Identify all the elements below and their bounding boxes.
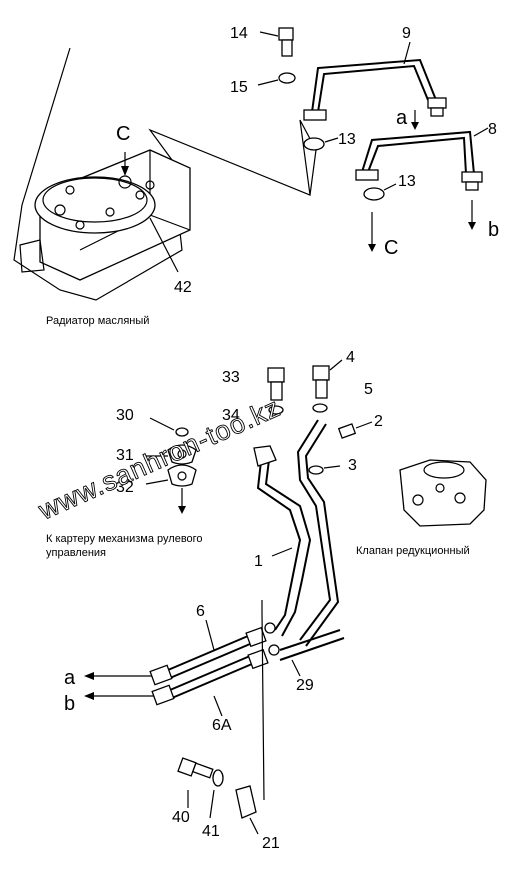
caption-valve: Клапан редукционный <box>356 545 470 557</box>
caption-radiator: Радиатор масляный <box>46 315 149 327</box>
callout-1: 1 <box>254 553 263 570</box>
o-ring-3 <box>308 465 324 475</box>
flange-31 <box>167 444 197 465</box>
callout-2: 2 <box>374 413 383 430</box>
bracket-21 <box>235 785 257 819</box>
washer-41 <box>212 769 224 787</box>
pipe-29 <box>279 629 341 651</box>
bolt-40 <box>177 757 214 779</box>
callout-15: 15 <box>230 79 248 96</box>
flange-32 <box>167 464 197 487</box>
washer-15 <box>278 72 296 84</box>
callout-14: 14 <box>230 25 248 42</box>
washer-34 <box>268 405 284 415</box>
letter-c-top: C <box>116 123 130 145</box>
callout-3: 3 <box>348 457 357 474</box>
callout-29: 29 <box>296 677 314 694</box>
letter-a-bottom: a <box>64 667 76 689</box>
caption-steering-line1: К картеру механизма рулевого <box>46 533 203 545</box>
tube-8 <box>355 130 483 191</box>
callout-8: 8 <box>488 121 497 138</box>
letter-b-top: b <box>488 219 499 241</box>
hose-6 <box>149 626 267 686</box>
reduction-valve <box>399 459 487 527</box>
callout-13-lower: 13 <box>398 173 416 190</box>
callout-32: 32 <box>116 479 134 496</box>
callout-33: 33 <box>222 369 240 386</box>
washer-5 <box>312 403 328 413</box>
letter-b-bottom: b <box>64 693 75 715</box>
callout-40: 40 <box>172 809 190 826</box>
callout-6: 6 <box>196 603 205 620</box>
letter-a-top: a <box>396 107 408 129</box>
tube-9 <box>303 58 447 121</box>
callout-34: 34 <box>222 407 240 424</box>
callout-5: 5 <box>364 381 373 398</box>
o-ring-13-lower <box>363 187 385 201</box>
bolt-4 <box>312 365 330 399</box>
callout-9: 9 <box>402 25 411 42</box>
callout-31: 31 <box>116 447 134 464</box>
callout-42: 42 <box>174 279 192 296</box>
oil-radiator <box>19 149 191 281</box>
callout-4: 4 <box>346 349 355 366</box>
callout-13-upper: 13 <box>338 131 356 148</box>
watermark: www.sanhron-too.kz <box>33 392 285 526</box>
pipe-1 <box>253 419 340 647</box>
caption-steering-line2: управления <box>46 547 106 559</box>
callout-21: 21 <box>262 835 280 852</box>
callout-6a: 6A <box>212 717 232 734</box>
bolt-14 <box>278 27 294 57</box>
o-ring-13-upper <box>303 137 325 151</box>
callout-30: 30 <box>116 407 134 424</box>
letter-c-arrow: C <box>384 237 398 259</box>
gasket-30 <box>175 427 189 437</box>
callout-41: 41 <box>202 823 220 840</box>
plug-2 <box>337 423 357 439</box>
bolt-33 <box>267 367 285 401</box>
